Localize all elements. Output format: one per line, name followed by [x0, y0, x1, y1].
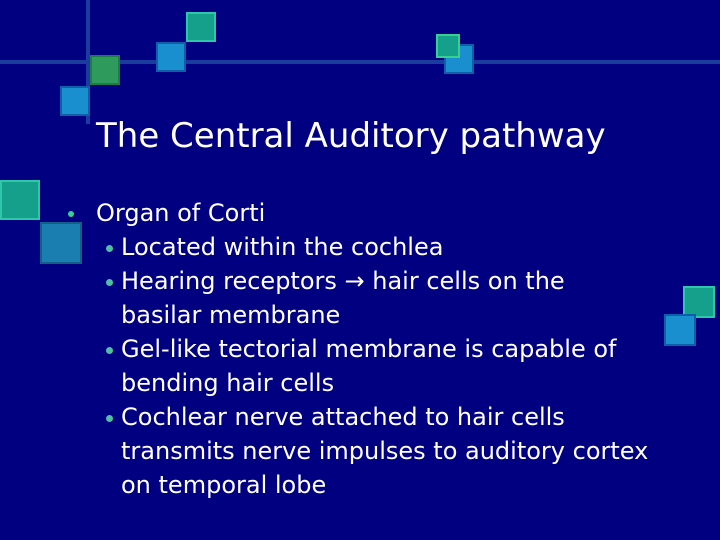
- bullet-dot: [106, 279, 113, 286]
- bullet-dot: [106, 347, 113, 354]
- bullet-level2: Hearing receptors → hair cells on the ba…: [60, 264, 700, 332]
- decorative-square: [683, 286, 715, 318]
- decorative-square: [40, 222, 82, 264]
- bullet-text: Cochlear nerve attached to hair cells tr…: [121, 403, 649, 499]
- decorative-line-top: [0, 60, 720, 64]
- slide-title: The Central Auditory pathway: [96, 116, 606, 156]
- bullet-text: Hearing receptors → hair cells on the ba…: [121, 267, 565, 329]
- bullet-text: Located within the cochlea: [121, 233, 444, 261]
- decorative-square: [0, 180, 40, 220]
- bullet-level2: Cochlear nerve attached to hair cells tr…: [60, 400, 700, 502]
- bullet-level2: Gel-like tectorial membrane is capable o…: [60, 332, 700, 400]
- decorative-square: [436, 34, 460, 58]
- bullet-level1: Organ of Corti: [60, 196, 700, 230]
- decorative-square: [60, 86, 90, 116]
- decorative-square: [156, 42, 186, 72]
- decorative-square: [186, 12, 216, 42]
- bullet-text: Gel-like tectorial membrane is capable o…: [121, 335, 617, 397]
- bullet-level2: Located within the cochlea: [60, 230, 700, 264]
- decorative-line-left: [86, 0, 90, 124]
- decorative-square: [90, 55, 120, 85]
- bullet-dot: [106, 415, 113, 422]
- bullet-text: Organ of Corti: [96, 199, 266, 227]
- bullet-dot: [68, 211, 74, 217]
- decorative-square: [664, 314, 696, 346]
- bullet-dot: [106, 245, 113, 252]
- slide-body: Organ of Corti Located within the cochle…: [60, 196, 700, 502]
